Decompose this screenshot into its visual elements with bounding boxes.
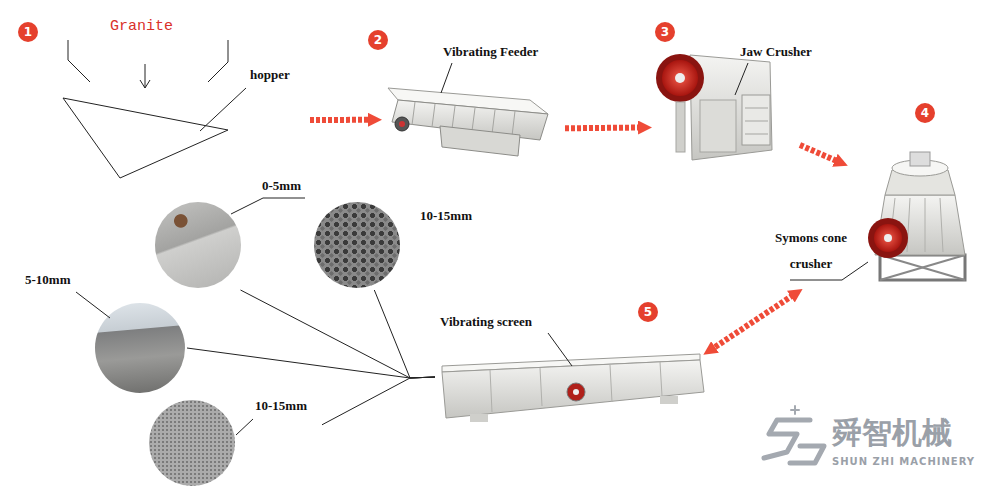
connector-line bbox=[241, 290, 436, 378]
feed-lines bbox=[208, 40, 228, 82]
hopper-outline bbox=[63, 98, 228, 178]
cone-crusher bbox=[868, 218, 908, 258]
node-label: Vibrating Feeder bbox=[443, 44, 538, 60]
leader-line bbox=[441, 63, 452, 93]
cone-crusher bbox=[910, 152, 930, 166]
vibrating-screen bbox=[660, 396, 678, 404]
product: 5-10mm bbox=[22, 268, 187, 395]
logo bbox=[764, 420, 810, 458]
node-label: 10-15mm bbox=[420, 208, 472, 224]
cone-crusher bbox=[880, 255, 965, 280]
connector-line bbox=[187, 348, 435, 378]
feed-lines bbox=[140, 80, 150, 88]
product-photo bbox=[314, 202, 400, 288]
vibrating-feeder bbox=[440, 126, 520, 156]
leader-line bbox=[200, 88, 246, 131]
vibrating-feeder bbox=[472, 108, 475, 131]
machine-screen: Vibrating screen bbox=[435, 308, 705, 425]
vibrating-feeder bbox=[399, 121, 405, 127]
feed-lines bbox=[68, 40, 90, 82]
hopper-group: hopper bbox=[60, 60, 310, 180]
jaw-crusher bbox=[745, 108, 768, 109]
vibrating-feeder bbox=[388, 88, 548, 156]
product: 10-15mm bbox=[312, 200, 490, 290]
jaw-crusher bbox=[676, 102, 685, 152]
callout-number: 3 bbox=[655, 22, 675, 42]
leader-layer bbox=[22, 268, 187, 395]
leader-line bbox=[236, 419, 253, 435]
flow-arrow bbox=[565, 125, 641, 132]
vibrating-feeder bbox=[395, 117, 409, 131]
cone-crusher bbox=[880, 255, 965, 280]
machine-feeder: Vibrating Feeder bbox=[380, 38, 565, 160]
machine-jaw: Jaw Crusher bbox=[650, 28, 835, 145]
leader-line bbox=[76, 292, 110, 318]
vibrating-feeder bbox=[512, 111, 515, 136]
node-label: Symons cone crusher bbox=[765, 225, 857, 277]
callout-number: 1 bbox=[18, 22, 38, 42]
cone-crusher bbox=[940, 198, 943, 252]
jaw-crusher bbox=[656, 54, 772, 160]
node-label: Jaw Crusher bbox=[740, 44, 812, 60]
leader-line bbox=[548, 333, 572, 366]
vibrating-screen bbox=[490, 370, 492, 412]
cone-crusher bbox=[884, 234, 892, 242]
leader-line bbox=[735, 63, 748, 95]
jaw-crusher bbox=[656, 54, 704, 102]
vibrating-screen bbox=[540, 368, 542, 406]
jaw-crusher bbox=[662, 60, 698, 96]
flow-arrow bbox=[310, 117, 371, 123]
flow-arrow bbox=[713, 295, 794, 349]
flow-arrow bbox=[800, 145, 838, 161]
vibrating-screen bbox=[490, 362, 662, 412]
vibrating-screen bbox=[610, 365, 612, 402]
vibrating-feeder bbox=[412, 102, 415, 125]
cone-crusher bbox=[880, 255, 965, 280]
vibrating-screen bbox=[573, 389, 579, 395]
watermark: SHUN ZHI MACHINERY bbox=[832, 456, 975, 467]
callout-number: 5 bbox=[638, 302, 658, 322]
cone-crusher bbox=[868, 152, 965, 280]
vibrating-feeder bbox=[432, 104, 435, 127]
connector-line bbox=[322, 377, 435, 425]
vibrating-screen bbox=[442, 360, 704, 418]
vibrating-feeder bbox=[452, 106, 455, 129]
product: 0-5mm bbox=[155, 172, 305, 290]
vibrating-screen bbox=[470, 414, 488, 422]
node-label: Vibrating screen bbox=[440, 314, 532, 330]
vibrating-feeder bbox=[492, 110, 495, 134]
logo bbox=[791, 406, 799, 414]
cone-crusher bbox=[874, 224, 902, 252]
vibrating-screen bbox=[567, 383, 585, 401]
vibrating-screen bbox=[442, 354, 704, 422]
connector-line bbox=[374, 290, 435, 378]
node-label: 0-5mm bbox=[262, 178, 301, 194]
product: 10-15mm bbox=[147, 395, 322, 488]
jaw-crusher bbox=[742, 95, 770, 145]
watermark: 舜智机械 bbox=[832, 413, 952, 454]
jaw-crusher bbox=[675, 73, 685, 83]
material-label: Granite bbox=[110, 18, 173, 35]
logo bbox=[764, 406, 824, 463]
machine-cone: Symons cone crusher bbox=[760, 165, 975, 290]
callout-number: 4 bbox=[915, 103, 935, 123]
node-label: 10-15mm bbox=[255, 398, 307, 414]
product-photo bbox=[155, 202, 241, 288]
callout-number: 2 bbox=[368, 30, 388, 50]
product-photo bbox=[149, 400, 235, 486]
cone-crusher bbox=[925, 198, 926, 252]
jaw-crusher bbox=[745, 134, 768, 135]
jaw-crusher bbox=[700, 100, 736, 152]
feed-lines bbox=[145, 64, 146, 88]
vibrating-screen bbox=[660, 362, 662, 396]
logo bbox=[790, 446, 824, 463]
cone-crusher bbox=[875, 195, 965, 255]
node-label: 5-10mm bbox=[25, 272, 71, 288]
node-label: hopper bbox=[250, 67, 290, 83]
cone-crusher bbox=[907, 198, 910, 252]
feed-lines bbox=[68, 40, 228, 88]
leader-line bbox=[231, 198, 305, 214]
jaw-crusher bbox=[745, 121, 768, 122]
